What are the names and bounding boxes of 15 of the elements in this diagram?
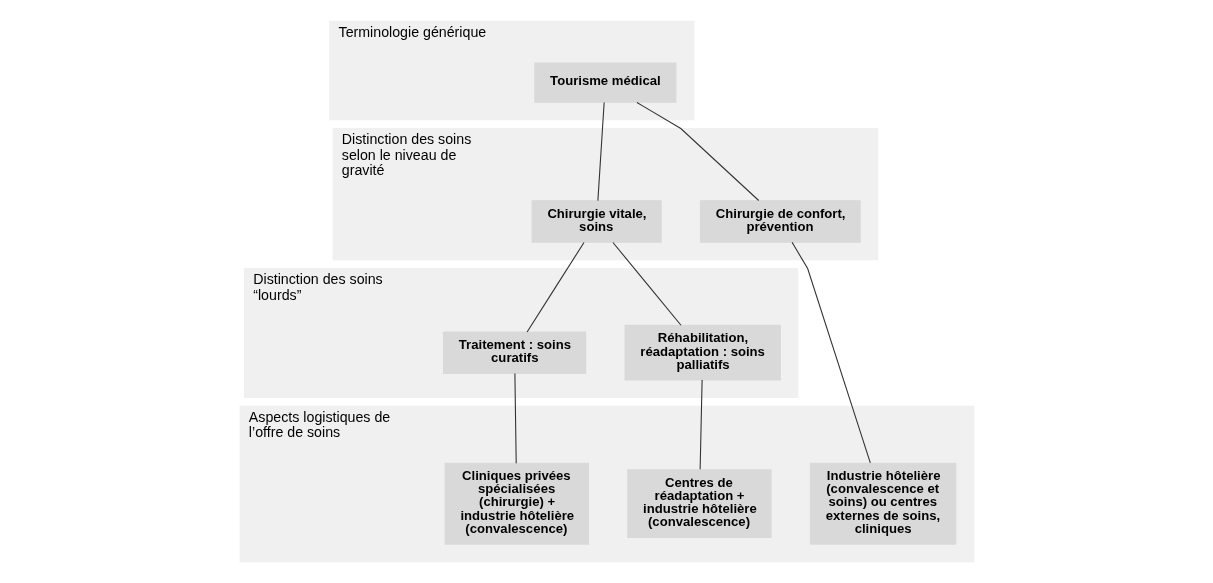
node-box: Industrie hôtelière (convalescence et soins) ou centres externes de soins, cliniques (809, 462, 956, 545)
node-box: Réhabilitation, réadaptation : soins palliatifs (624, 324, 781, 381)
connector (596, 101, 605, 202)
connector (635, 101, 759, 202)
connector (526, 241, 585, 333)
connector (513, 373, 517, 464)
node-box: Chirurgie de confort, prévention (699, 200, 861, 243)
node-box: Chirurgie vitale, soins (531, 200, 662, 243)
node-box: Traitement : soins curatifs (442, 331, 586, 375)
connector (791, 241, 871, 464)
node-box: Centres de réadaptation + industrie hôtelière (convalescence) (626, 469, 772, 539)
connector (699, 379, 703, 470)
connector (611, 241, 682, 326)
node-box: Tourisme médical (533, 62, 676, 103)
node-box: Cliniques privées spécialisées (chirurgie) + industrie hôtelière (convalescence) (444, 462, 589, 545)
